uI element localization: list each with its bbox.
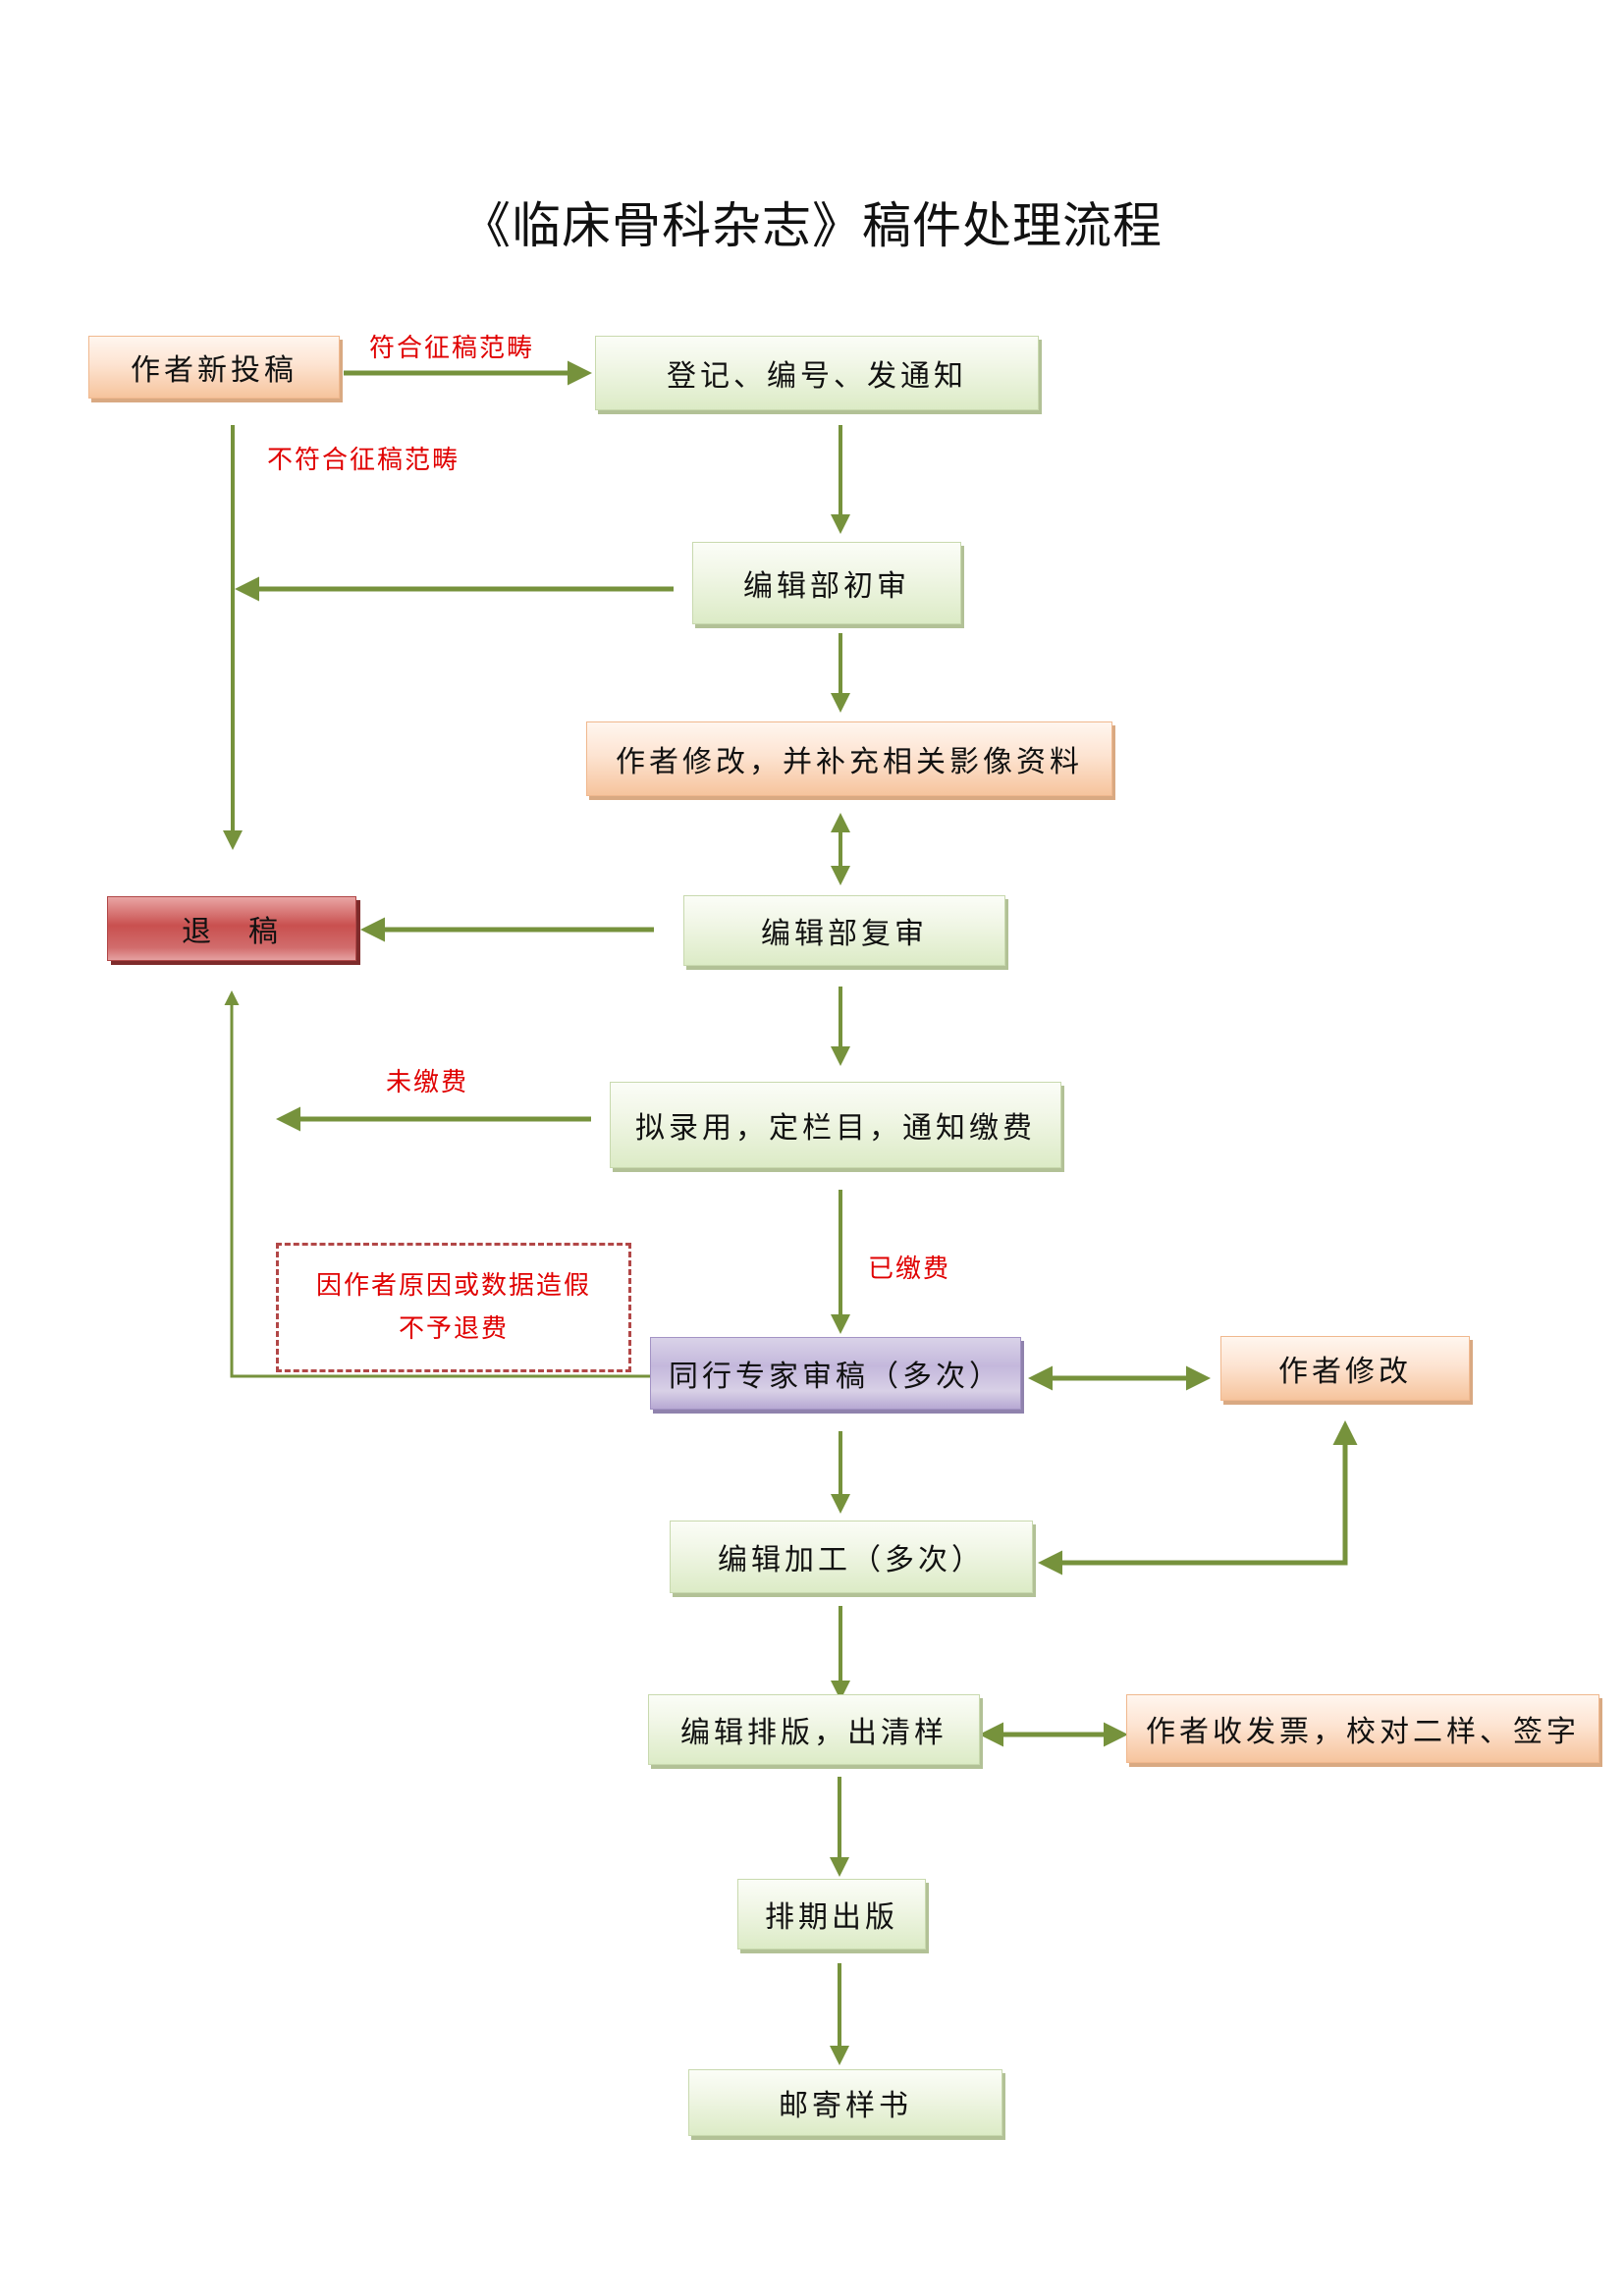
edge-label-unpaid: 未缴费 (386, 1068, 469, 1097)
node-label: 登记、编号、发通知 (667, 359, 967, 394)
page-title: 《临床骨科杂志》稿件处理流程 (461, 197, 1163, 254)
node-second-review: 编辑部复审 (683, 895, 1005, 966)
node-author-proof: 作者收发票，校对二样、签字 (1126, 1694, 1599, 1763)
node-tentative-accept: 拟录用，定栏目，通知缴费 (610, 1082, 1061, 1168)
node-label: 邮寄样书 (779, 2089, 912, 2123)
node-reject: 退 稿 (107, 896, 356, 961)
node-initial-review: 编辑部初审 (692, 542, 961, 624)
node-label: 排期出版 (765, 1900, 898, 1935)
note-line-1: 因作者原因或数据造假 (315, 1271, 591, 1301)
note-line-2: 不予退费 (398, 1314, 509, 1344)
node-author-submit: 作者新投稿 (88, 336, 340, 399)
node-label: 编辑排版，出清样 (680, 1716, 947, 1750)
node-label: 作者新投稿 (131, 353, 298, 388)
node-label: 拟录用，定栏目，通知缴费 (635, 1111, 1036, 1146)
node-label: 作者修改 (1278, 1355, 1412, 1389)
node-label: 编辑加工（多次） (718, 1543, 985, 1577)
node-label: 同行专家审稿（多次） (669, 1360, 1002, 1394)
note-no-refund: 因作者原因或数据造假 不予退费 (276, 1243, 631, 1372)
arrow-editing-author-elbow (1038, 1420, 1358, 1575)
edge-label-in-scope: 符合征稿范畴 (369, 334, 535, 363)
node-label: 编辑部复审 (761, 917, 928, 951)
node-author-revise: 作者修改 (1220, 1336, 1470, 1401)
node-register: 登记、编号、发通知 (595, 336, 1039, 410)
node-label: 退 稿 (182, 915, 282, 949)
node-peer-review: 同行专家审稿（多次） (650, 1337, 1021, 1410)
node-label: 作者收发票，校对二样、签字 (1146, 1715, 1580, 1749)
node-author-revise-supplement: 作者修改，并补充相关影像资料 (586, 721, 1112, 796)
arrow-peer-to-reject (224, 990, 650, 1378)
edge-label-out-of-scope: 不符合征稿范畴 (267, 446, 460, 475)
node-editing: 编辑加工（多次） (670, 1521, 1033, 1593)
node-label: 作者修改，并补充相关影像资料 (616, 745, 1083, 779)
node-mail-copies: 邮寄样书 (688, 2069, 1002, 2136)
node-publish: 排期出版 (737, 1879, 926, 1949)
edge-label-paid: 已缴费 (868, 1255, 951, 1284)
node-typesetting: 编辑排版，出清样 (648, 1694, 980, 1765)
node-label: 编辑部初审 (743, 569, 910, 604)
